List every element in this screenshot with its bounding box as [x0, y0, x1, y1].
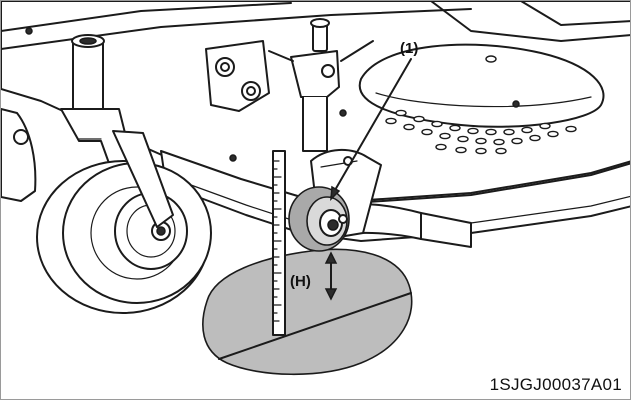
left-caster-assembly	[36, 34, 212, 314]
measuring-ruler	[272, 150, 286, 336]
callout-part-1: (1)	[400, 40, 419, 57]
deck-bolts	[25, 27, 520, 162]
rear-wheel-edge	[1, 108, 37, 202]
ground-patch	[202, 248, 413, 376]
height-dimension-arrow	[324, 251, 338, 301]
deck-vent-holes	[385, 109, 577, 155]
linkage-bracket	[205, 18, 374, 152]
gauge-wheel-assembly	[288, 148, 472, 252]
callout-1-leader	[330, 58, 412, 201]
callout-height-h: (H)	[290, 273, 311, 290]
figure-code: 1SJGJ00037A01	[489, 375, 622, 394]
